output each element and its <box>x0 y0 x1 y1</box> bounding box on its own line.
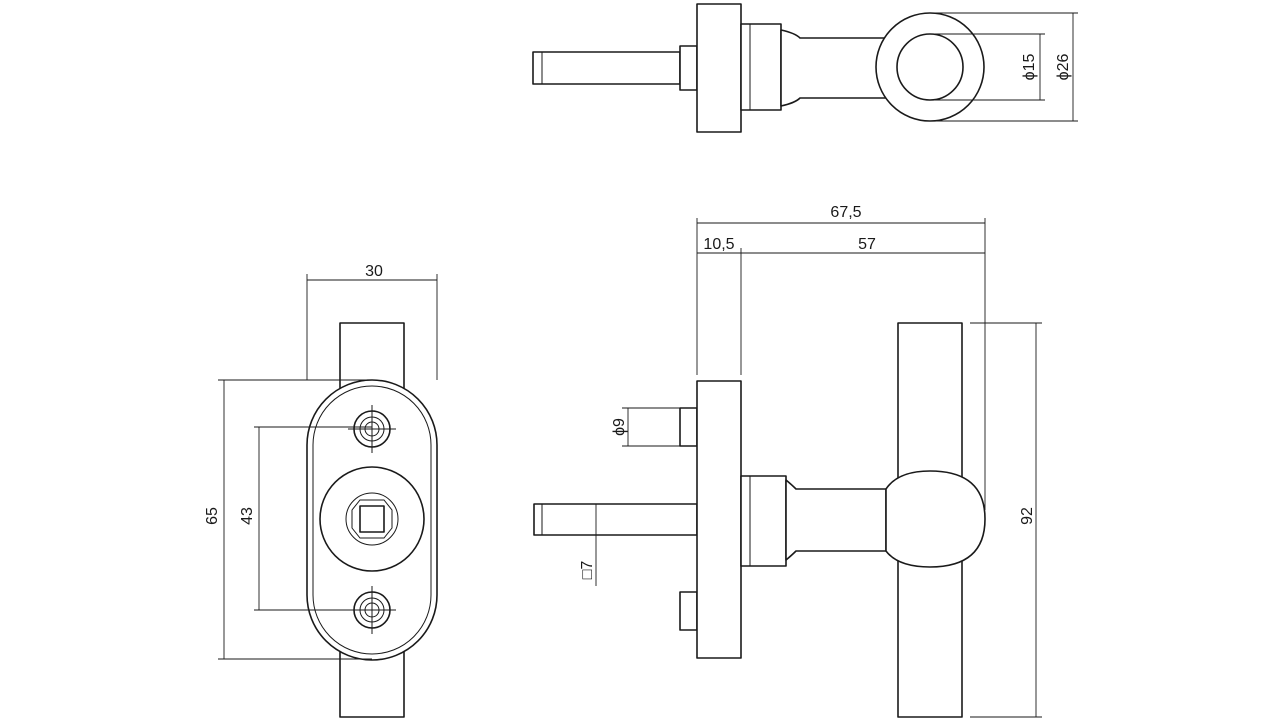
side-collar <box>740 475 787 567</box>
front-hole-spacing-label: 43 <box>239 507 256 525</box>
top-outer-diameter-label: ϕ26 <box>1055 54 1072 81</box>
side-dimensions <box>595 218 1042 718</box>
front-spindle-square <box>359 505 385 533</box>
top-view: ϕ15 ϕ26 <box>532 3 1078 133</box>
side-pin-bottom <box>679 591 698 631</box>
top-dimensions <box>930 12 1078 122</box>
side-spindle-square-label: □7 <box>579 561 596 580</box>
top-ring-inner <box>896 33 964 101</box>
front-lock-cylinder <box>319 466 425 572</box>
top-spindle <box>532 51 681 85</box>
top-collar <box>740 23 782 111</box>
front-width-label: 30 <box>365 263 383 280</box>
side-rose <box>696 380 742 659</box>
side-handle-length-label: 57 <box>858 236 876 253</box>
top-spindle-neck <box>679 45 698 91</box>
side-spindle <box>533 503 698 536</box>
front-screw-top <box>348 405 396 453</box>
side-view: 67,5 10,5 57 ϕ9 □7 92 <box>533 204 1042 718</box>
top-shaft <box>780 29 891 107</box>
side-shaft <box>785 479 887 561</box>
front-height-label: 65 <box>204 507 221 525</box>
side-pin-top <box>679 407 698 447</box>
top-inner-diameter-label: ϕ15 <box>1021 54 1038 81</box>
front-rose-inner <box>312 385 432 655</box>
front-view: 30 65 43 <box>204 263 438 718</box>
side-total-length-label: 67,5 <box>830 204 861 221</box>
top-rose <box>696 3 742 133</box>
side-rose-depth-label: 10,5 <box>703 236 734 253</box>
side-handle-knuckle <box>885 470 986 568</box>
side-pin-diameter-label: ϕ9 <box>611 418 628 436</box>
front-dimensions <box>218 274 438 660</box>
side-handle-height-label: 92 <box>1019 507 1036 525</box>
